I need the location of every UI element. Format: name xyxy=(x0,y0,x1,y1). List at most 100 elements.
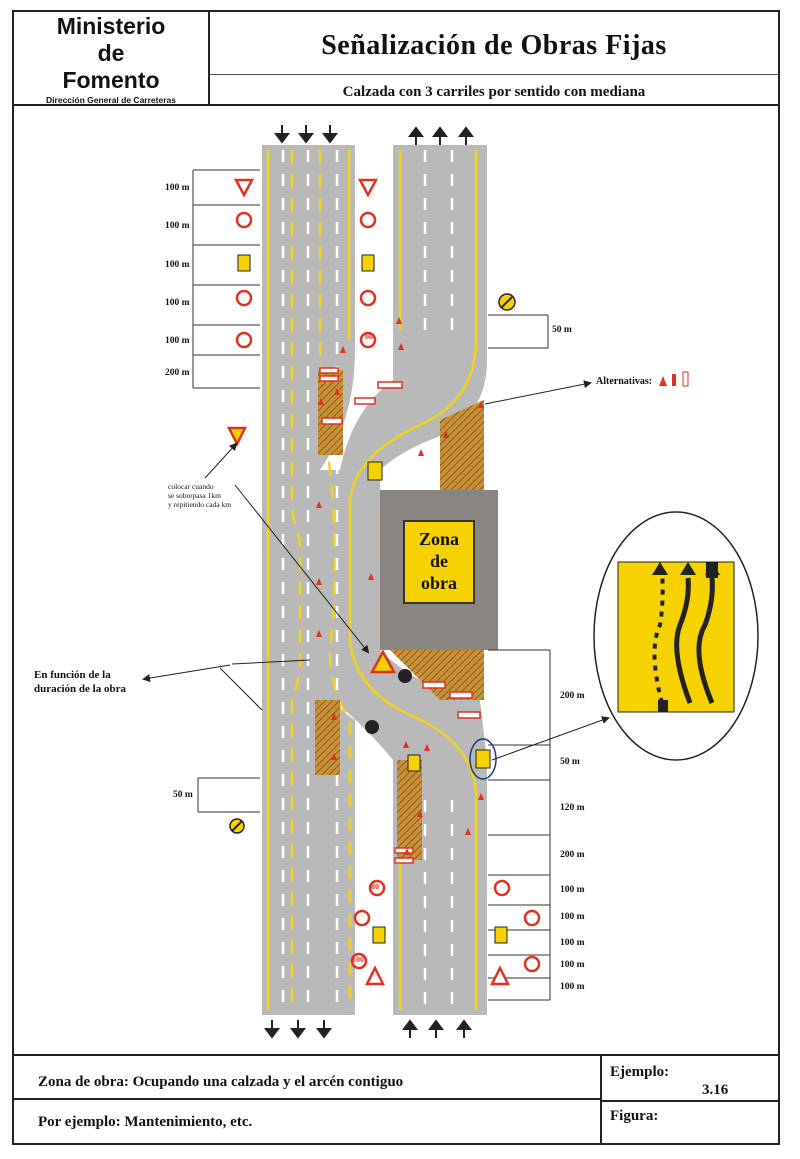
page-subtitle: Calzada con 3 carriles por sentido con m… xyxy=(342,84,646,100)
no-overtaking-sign-icon xyxy=(359,289,377,307)
bollard-icon xyxy=(672,374,676,386)
left-signs xyxy=(226,178,255,834)
spacing-label: 100 m xyxy=(165,298,190,308)
speed-limit-sign-icon xyxy=(350,952,368,970)
lane-shift-sign-icon xyxy=(367,461,383,481)
note-duration: En función de la duración de la obra xyxy=(34,668,126,696)
work-zone-line3: obra xyxy=(421,573,457,593)
spacing-label: 100 m xyxy=(165,260,190,270)
note-line: duración de la obra xyxy=(34,683,126,695)
spacing-label: 120 m xyxy=(560,803,585,813)
spacing-label: 200 m xyxy=(560,850,585,860)
spacing-label: 50 m xyxy=(173,790,193,800)
speed-limit-sign-icon xyxy=(235,211,253,229)
spacing-label: 100 m xyxy=(560,885,585,895)
spacing-label: 200 m xyxy=(165,368,190,378)
work-zone-label: Zona de obra xyxy=(403,520,475,604)
left-dimension-lines xyxy=(192,169,549,813)
spacing-label: 100 m xyxy=(560,982,585,992)
bottom-signs xyxy=(350,879,541,986)
speed-limit-sign-icon xyxy=(493,879,511,897)
speed-limit-value: 100 xyxy=(352,955,364,964)
footer-row-example: Por ejemplo: Mantenimiento, etc. xyxy=(14,1100,600,1145)
speed-limit-value: 60 xyxy=(365,332,373,341)
delineator-icon xyxy=(682,371,689,387)
hatch-area-2 xyxy=(440,400,484,490)
spacing-label: 100 m xyxy=(560,960,585,970)
mandatory-direction-sign-icon xyxy=(365,720,379,734)
lane-shift-sign-icon xyxy=(237,254,251,272)
spacing-label: 100 m xyxy=(560,938,585,948)
spacing-label: 50 m xyxy=(560,757,580,767)
spacing-label: 100 m xyxy=(165,336,190,346)
work-zone-line2: de xyxy=(430,551,448,571)
speed-limit-sign-icon xyxy=(359,331,377,349)
spacing-label: 200 m xyxy=(560,691,585,701)
alternatives-label: Alternativas: xyxy=(596,376,653,387)
lane-markings-white xyxy=(281,150,454,1010)
title-block: Señalización de Obras Fijas Calzada con … xyxy=(210,12,778,106)
spacing-label: 100 m xyxy=(560,912,585,922)
warning-sign-icon xyxy=(369,649,397,674)
zone-description: Zona de obra: Ocupando una calzada y el … xyxy=(38,1074,404,1090)
spacing-label: 50 m xyxy=(552,325,572,335)
speed-limit-sign-icon xyxy=(368,879,386,897)
warning-sign-icon xyxy=(364,965,386,986)
example-label: Ejemplo: xyxy=(610,1064,670,1080)
crossover-lanes xyxy=(320,470,487,1015)
ministry-logo-block: Ministerio de Fomento Dirección General … xyxy=(14,12,210,106)
speed-limit-sign-icon xyxy=(359,211,377,229)
speed-limit-sign-icon xyxy=(353,909,371,927)
warning-sign-icon xyxy=(357,178,379,198)
no-overtaking-sign-icon xyxy=(523,909,541,927)
note-line: y repitiendo cada km xyxy=(168,500,232,509)
lane-shift-sign-icon xyxy=(372,926,386,944)
footer-divider xyxy=(600,1056,602,1145)
warning-sign-icon xyxy=(226,426,248,447)
ministry-line2: de xyxy=(97,40,125,66)
cones xyxy=(316,317,484,855)
leader-arrows xyxy=(142,380,610,761)
title-divider xyxy=(210,74,778,75)
ministry-line1: Ministerio xyxy=(56,13,166,39)
spacing-label: 100 m xyxy=(165,183,190,193)
note-every-km: colocar cuando se sobrepasa 1km y repiti… xyxy=(168,482,231,509)
warning-sign-icon xyxy=(489,965,511,986)
page-title: Señalización de Obras Fijas xyxy=(321,30,667,61)
note-line: colocar cuando xyxy=(168,482,214,491)
median-signs-left xyxy=(357,178,516,349)
figure-label: Figura: xyxy=(610,1108,659,1124)
example-value: 3.16 xyxy=(702,1082,729,1098)
example-note: Por ejemplo: Mantenimiento, etc. xyxy=(38,1114,253,1130)
warning-sign-icon xyxy=(233,178,255,198)
hatch-area-4 xyxy=(315,700,340,775)
left-carriageway xyxy=(262,145,355,1015)
speed-limit-value: 80 xyxy=(371,882,379,891)
right-carriageway-top xyxy=(340,145,487,470)
chevron-barriers xyxy=(319,367,481,864)
cone-icon xyxy=(659,376,667,386)
hatch-area-5 xyxy=(397,760,422,860)
speed-limit-sign-icon xyxy=(523,955,541,973)
work-zone-line1: Zona xyxy=(418,529,460,549)
lane-shift-sign-icon xyxy=(407,754,421,772)
hatch-area-3 xyxy=(390,650,484,700)
department-name: Dirección General de Carreteras xyxy=(46,95,176,105)
note-line: se sobrepasa 1km xyxy=(168,491,221,500)
no-overtaking-sign-icon xyxy=(235,289,253,307)
note-line: En función de la xyxy=(34,669,111,681)
spacing-label: 100 m xyxy=(165,221,190,231)
mandatory-direction-sign-icon xyxy=(398,669,412,683)
page-frame xyxy=(12,10,780,1145)
lane-shift-sign-icon xyxy=(475,749,491,769)
lane-shift-sign-icon xyxy=(361,254,375,272)
footer-right-divider xyxy=(602,1100,778,1102)
footer-row-zone: Zona de obra: Ocupando una calzada y el … xyxy=(14,1056,600,1100)
footer: Zona de obra: Ocupando una calzada y el … xyxy=(14,1054,778,1145)
right-dimension-lines xyxy=(488,649,551,1001)
traffic-arrows xyxy=(264,125,474,1039)
hatch-area-1 xyxy=(318,370,343,455)
speed-limit-sign-icon xyxy=(235,331,253,349)
ministry-line3: Fomento xyxy=(62,67,160,93)
